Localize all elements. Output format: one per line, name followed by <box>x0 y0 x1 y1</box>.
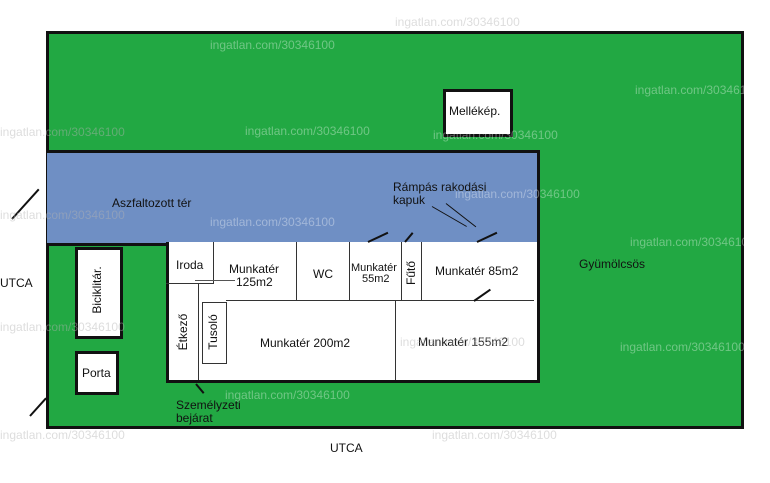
watermark: ingatlan.com/30346100 <box>432 428 557 442</box>
gatehouse-label: Porta <box>82 366 111 380</box>
wall <box>213 242 214 284</box>
workspace-55-area: 55m2 <box>362 273 390 285</box>
watermark: ingatlan.com/30346100 <box>0 320 125 334</box>
outbuilding <box>443 89 513 137</box>
street-label-left: UTCA <box>0 276 33 290</box>
wall <box>226 300 534 301</box>
dining-label: Étkező <box>176 313 190 351</box>
watermark: ingatlan.com/30346100 <box>635 83 760 97</box>
watermark: ingatlan.com/30346100 <box>395 15 520 29</box>
workspace-155-label: Munkatér 155m2 <box>418 335 509 349</box>
wc-label: WC <box>313 267 333 281</box>
watermark: ingatlan.com/30346100 <box>0 428 125 442</box>
watermark: ingatlan.com/30346100 <box>620 340 745 354</box>
ramp-label-2: kapuk <box>393 193 426 207</box>
asphalt-area <box>47 150 540 246</box>
workspace-200-label: Munkatér 200m2 <box>260 336 351 350</box>
watermark: ingatlan.com/30346100 <box>225 388 350 402</box>
workspace-125-label: Munkatér <box>229 262 280 276</box>
wall <box>395 300 396 380</box>
bike-storage-label: Biciklitár. <box>90 266 104 314</box>
street-gate-door <box>29 397 47 417</box>
watermark: ingatlan.com/30346100 <box>210 38 335 52</box>
workspace-55-label: Munkatér <box>351 262 397 274</box>
boiler-room-label: Fűtő <box>404 261 418 286</box>
watermark: ingatlan.com/30346100 <box>0 208 125 222</box>
watermark: ingatlan.com/30346100 <box>455 187 580 201</box>
wall <box>401 242 402 300</box>
orchard-label: Gyümölcsös <box>579 257 646 271</box>
wall <box>166 283 214 284</box>
staff-entrance-label-2: bejárat <box>176 411 213 425</box>
watermark: ingatlan.com/30346100 <box>433 128 558 142</box>
bike-storage <box>75 247 123 339</box>
wall <box>195 280 235 282</box>
outbuilding-label: Mellékép. <box>449 104 501 118</box>
wall <box>198 283 199 380</box>
wall <box>296 242 297 300</box>
wall <box>421 242 422 300</box>
street-label-bottom: UTCA <box>330 441 363 455</box>
watermark: ingatlan.com/30346100 <box>228 310 353 324</box>
watermark: ingatlan.com/30346100 <box>630 235 755 249</box>
wall <box>349 242 350 300</box>
shower-label: Tusoló <box>206 314 220 350</box>
workspace-85-label: Munkatér 85m2 <box>435 264 519 278</box>
watermark: ingatlan.com/30346100 <box>0 125 125 139</box>
gatehouse <box>75 351 119 395</box>
shower-room <box>202 302 227 364</box>
watermark: ingatlan.com/30346100 <box>400 335 525 349</box>
watermark: ingatlan.com/30346100 <box>245 124 370 138</box>
workshop-building <box>166 242 540 383</box>
office-label: Iroda <box>176 258 204 272</box>
ramp-label: Rámpás rakodási <box>393 180 487 194</box>
asphalt-label: Aszfaltozott tér <box>112 196 192 210</box>
workspace-125-area: 125m2 <box>236 275 273 289</box>
staff-entrance-label: Személyzeti <box>176 398 241 412</box>
watermark: ingatlan.com/30346100 <box>210 215 335 229</box>
